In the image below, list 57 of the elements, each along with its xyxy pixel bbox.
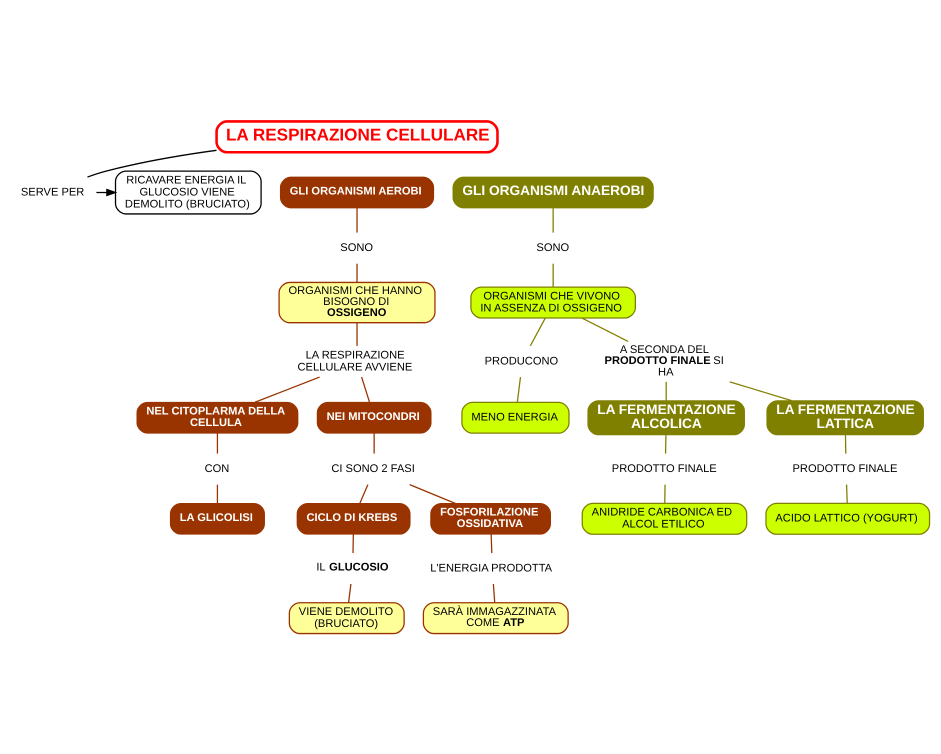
connector xyxy=(356,208,358,232)
node-box: LA FERMENTAZIONE LATTICA xyxy=(766,400,924,435)
node-text: SONO xyxy=(536,242,570,254)
node-text: SONO xyxy=(340,242,374,254)
node-box: FOSFORILAZIONE OSSIDATIVA xyxy=(430,502,551,534)
node-box: RICAVARE ENERGIA IL GLUCOSIO VIENE DEMOLITO (BRUCIATO) xyxy=(114,170,262,214)
connector xyxy=(490,534,492,553)
connector xyxy=(664,484,666,503)
node-text: PRODOTTO FINALE xyxy=(792,462,898,475)
connector xyxy=(374,432,375,454)
connector xyxy=(664,434,667,454)
node-box: GLI ORGANISMI ANAEROBI xyxy=(452,176,654,208)
connector xyxy=(844,434,846,454)
node-text: L'ENERGIA PRODOTTA xyxy=(430,562,552,574)
node-box: ORGANISMI CHE HANNO BISOGNO DI OSSIGENO xyxy=(278,281,436,323)
node-text: PRODUCONO xyxy=(484,355,558,368)
node-box: LA RESPIRAZIONE CELLULARE xyxy=(215,120,499,154)
node-box: ANIDRIDE CARBONICA ED ALCOL ETILICO xyxy=(582,502,748,534)
connector xyxy=(409,484,456,504)
connector xyxy=(356,263,358,282)
connector xyxy=(359,484,368,504)
arrow xyxy=(96,188,118,196)
connector xyxy=(87,149,217,178)
connector xyxy=(530,317,546,346)
connector xyxy=(666,381,667,400)
node-box: MENO ENERGIA xyxy=(461,401,570,434)
node-text: A SECONDA DEL PRODOTTO FINALE SI HA xyxy=(604,344,724,378)
node-text: PRODOTTO FINALE xyxy=(612,462,717,475)
node-text: LA RESPIRAZIONE CELLULARE AVVIENE xyxy=(298,349,412,374)
node-box: GLI ORGANISMI AEROBI xyxy=(280,176,434,208)
node-box: SARÀ IMMAGAZZINATA COME ATP xyxy=(422,602,569,634)
node-box: CICLO DI KREBS xyxy=(296,502,411,534)
node-box: NEL CITOPLARMA DELLA CELLULA xyxy=(136,401,298,434)
connector xyxy=(352,534,354,553)
node-box: LA GLICOLISI xyxy=(170,502,265,534)
node-box: VIENE DEMOLITO (BRUCIATO) xyxy=(288,602,405,634)
node-box: NEI MITOCONDRI xyxy=(316,401,432,434)
node-text: IL GLUCOSIO xyxy=(316,561,389,574)
connector xyxy=(516,376,522,402)
node-box: ORGANISMI CHE VIVONO IN ASSENZA DI OSSIGENO xyxy=(470,286,636,318)
connector xyxy=(552,263,554,287)
connector xyxy=(216,484,218,503)
connector xyxy=(730,380,792,401)
connector xyxy=(846,484,848,503)
connector xyxy=(582,316,628,342)
node-box: LA FERMENTAZIONE ALCOLICA xyxy=(587,400,745,435)
node-text: CON xyxy=(204,462,230,475)
node-text: CI SONO 2 FASI xyxy=(331,462,415,475)
connector xyxy=(552,208,554,232)
node-box: ACIDO LATTICO (YOGURT) xyxy=(765,502,930,534)
connector xyxy=(356,322,358,346)
connector xyxy=(361,376,370,402)
node-text: SERVE PER xyxy=(20,186,84,198)
connector xyxy=(254,376,320,402)
connector xyxy=(216,432,218,454)
connector xyxy=(348,583,352,602)
connector xyxy=(492,583,496,602)
